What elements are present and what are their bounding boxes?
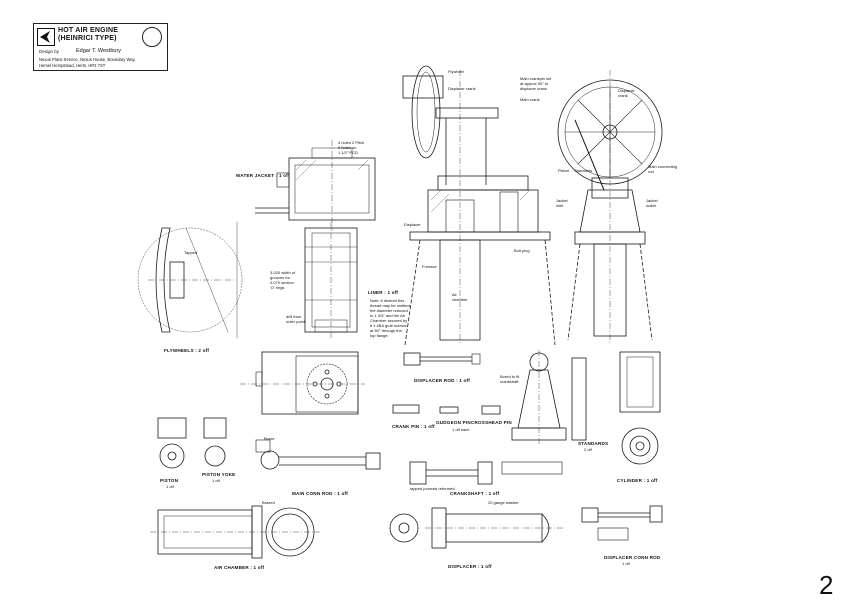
label-displacer-conn-rod: DISPLACER CONN ROD — [604, 555, 661, 560]
callout-liner-note: Note: if desired this thread may be omit… — [370, 298, 411, 338]
label-cylinder: CYLINDER : 1 off — [617, 478, 658, 483]
address-line-2: Hemel Hempstead, Herts, HP2 7ST — [39, 63, 106, 68]
callout-main-connecting-rod: Main connecting rod — [648, 164, 678, 174]
callout-air-chamber: Air chamber — [452, 292, 468, 302]
crankshaft-drawing — [409, 461, 563, 485]
label-displacer: DISPLACER : 1 off — [448, 564, 492, 569]
callout-main-crankpin-note: Main crankpin set at approx 90° to displ… — [520, 76, 552, 91]
callout-displacer-crank-side: Displacer crank — [618, 88, 635, 98]
label-air-chamber: AIR CHAMBER : 1 off — [214, 565, 265, 570]
label-liner: LINER : 1 off — [368, 290, 399, 295]
callout-flywheel: Flywheel — [448, 69, 464, 74]
callout-bolt-plug: Bolt plug — [514, 248, 530, 253]
displacer-drawing — [389, 507, 565, 549]
label-standards: STANDARDS — [578, 441, 609, 446]
callout-drill-from-outer: drill from outer point — [286, 314, 305, 324]
side-elevation-drawing — [557, 70, 663, 345]
air-chamber-drawing — [150, 505, 320, 559]
label-piston-qty: 1 off — [166, 484, 174, 489]
liner-drawing — [304, 222, 358, 340]
drawing-subtitle: (HEINRICI TYPE) — [58, 35, 117, 42]
label-gudgeon-pin: GUDGEON PIN — [436, 420, 471, 425]
designed-by-label: Design by — [39, 49, 60, 54]
callout-furnace: Furnace — [422, 264, 437, 269]
label-crosshead-pin: CROSSHEAD PIN — [471, 420, 512, 425]
callout-grooves-note: 3-020 width of grooves for 0.070 section… — [270, 270, 296, 290]
callout-gauge-washer: 20 gauge washer — [488, 500, 519, 505]
label-piston-yoke-qty: 1 off — [212, 478, 220, 483]
front-elevation-drawing — [402, 65, 556, 346]
label-standards-qty: 2 off — [584, 447, 592, 452]
label-one-off-each: 1 off each — [452, 427, 470, 432]
title-seal-circle — [142, 27, 162, 47]
cylinder-plan-drawing — [240, 351, 365, 415]
callout-standards: Standards — [574, 168, 593, 173]
callout-main-crank: Main crank — [520, 97, 540, 102]
callout-journal-note: tapped journals reformed — [410, 486, 455, 491]
label-displacer-rod: DISPLACER ROD : 1 off — [414, 378, 471, 383]
flywheel-drawing — [137, 222, 243, 338]
label-piston: PISTON — [160, 478, 179, 483]
sheet-number: 2 — [819, 570, 834, 600]
designer-name: Edgar T. Westbury — [76, 48, 122, 54]
label-displacer-conn-rod-qty: 1 off — [622, 561, 630, 566]
callout-piston: Piston — [558, 168, 570, 173]
callout-displacer-crank: Displacer crank — [448, 86, 476, 91]
callout-jacket-inlet: Jacket inlet — [556, 198, 568, 208]
callout-tapped: Tapped — [184, 250, 198, 255]
callout-braze: Braze — [264, 436, 275, 441]
label-water-jacket: WATER JACKET : 1 off — [236, 173, 290, 178]
callout-brazed: Brazed — [262, 500, 275, 505]
pins-drawing — [392, 404, 501, 415]
water-jacket-drawing — [255, 140, 376, 230]
address-line-1: Nexus Plans Service, Nexus House, Bounda… — [39, 57, 136, 62]
piston-drawing — [157, 417, 227, 469]
publisher-logo-icon — [37, 28, 55, 46]
label-crankshaft: CRANKSHAFT : 1 off — [450, 491, 500, 496]
callout-flats-note: 4 holes 2 Pitch 6 holes on 1 1/2" PCD — [338, 140, 365, 155]
title-block: HOT AIR ENGINE (HEINRICI TYPE) Design by… — [33, 23, 168, 71]
label-flywheels: FLYWHEELS : 2 off — [164, 348, 210, 353]
callout-bored-crankshaft: Bored to fit crankshaft — [500, 374, 520, 384]
drawing-title: HOT AIR ENGINE — [58, 27, 119, 34]
callout-jacket-outlet: Jacket outlet — [646, 198, 658, 208]
main-conn-rod-drawing — [255, 439, 381, 470]
label-main-conn-rod: MAIN CONN ROD : 1 off — [292, 491, 349, 496]
standards-drawing — [511, 350, 587, 446]
cylinder-drawing — [619, 351, 661, 465]
displacer-conn-rod-drawing — [581, 505, 663, 541]
displacer-rod-drawing — [403, 352, 481, 366]
label-crank-pin: CRANK PIN : 1 off — [392, 424, 435, 429]
callout-displacer: Displacer — [404, 222, 421, 227]
label-piston-yoke: PISTON YOKE — [202, 472, 236, 477]
